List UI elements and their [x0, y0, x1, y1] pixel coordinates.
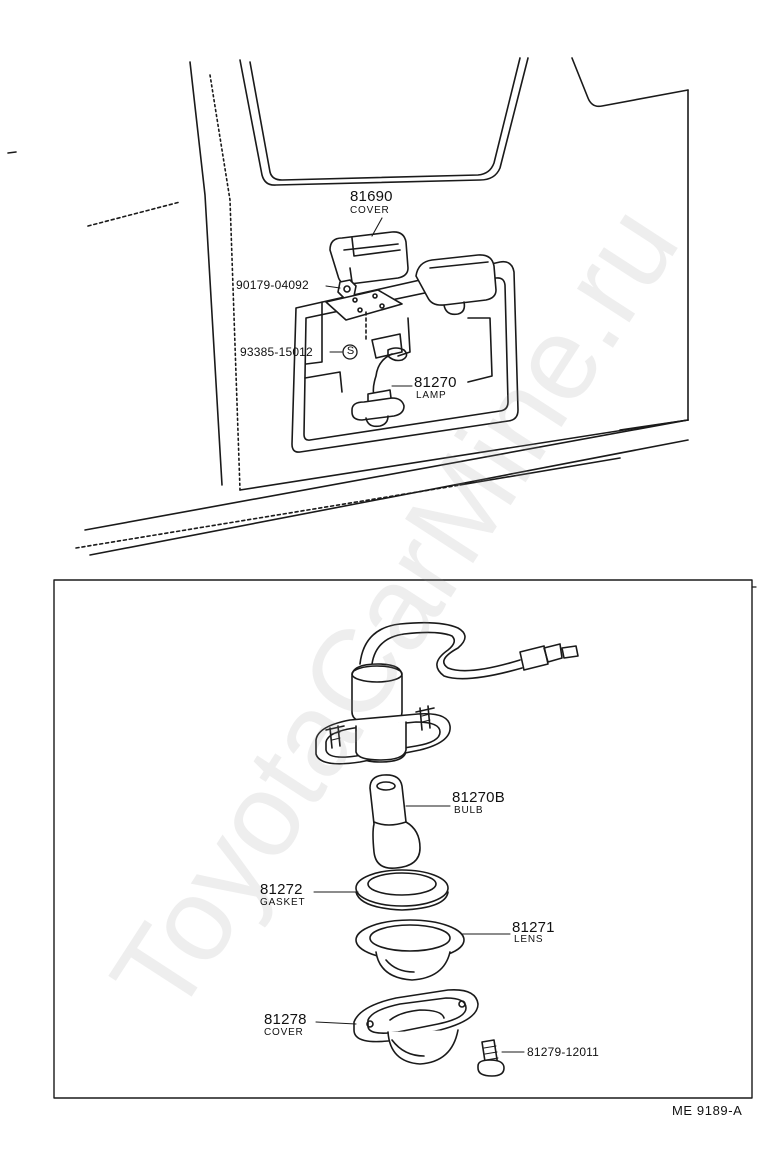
upper-lamp-81270-drawing	[351, 353, 405, 428]
detail-view-frame	[53, 579, 753, 1099]
license-plate-recess	[291, 260, 519, 453]
upper-leader-lines	[325, 217, 413, 387]
upper-cover-part-name: COVER	[350, 205, 390, 216]
reference-code: ME 9189-A	[672, 1103, 743, 1118]
upper-lamp-part-number: 81270	[414, 374, 457, 391]
right-lamp-housing	[415, 254, 497, 316]
detail-gasket-81272-drawing	[355, 869, 449, 911]
gasket-part-number: 81272	[260, 881, 303, 898]
detail-screw-81279-12011-drawing	[477, 1039, 505, 1077]
nut-part-number: 90179-04092	[236, 278, 309, 292]
bracket-plate	[325, 289, 408, 362]
lens-part-number: 81271	[512, 919, 555, 936]
screw-part-number: 93385-15012	[240, 345, 313, 359]
detail-lamp-socket	[315, 663, 451, 765]
upper-cover-part-number: 81690	[350, 188, 393, 205]
detail-cover-part-number: 81278	[264, 1011, 307, 1028]
detail-lens-81271-drawing	[355, 919, 465, 981]
detail-leader-lines	[313, 805, 525, 1053]
gasket-part-name: GASKET	[260, 897, 306, 908]
vehicle-rear-body	[7, 57, 689, 556]
lens-part-name: LENS	[514, 934, 544, 945]
detail-bulb-81270B-drawing	[369, 774, 421, 869]
detail-wire-connector	[359, 621, 579, 680]
upper-lamp-part-name: LAMP	[416, 390, 447, 401]
bulb-part-name: BULB	[454, 805, 484, 816]
upper-cover-81690-drawing	[329, 231, 409, 285]
detail-screw-part-number: 81279-12011	[527, 1045, 600, 1059]
detail-cover-part-name: COVER	[264, 1027, 304, 1038]
bulb-part-number: 81270B	[452, 789, 505, 806]
detail-cover-81278-drawing	[353, 988, 479, 1065]
screw-symbol: S	[346, 345, 355, 357]
